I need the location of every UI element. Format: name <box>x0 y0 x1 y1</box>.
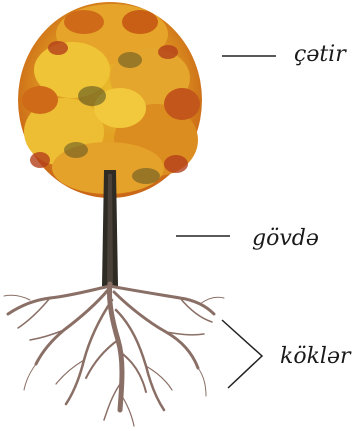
trunk-label: gövdə <box>252 228 319 250</box>
roots-label: köklər <box>280 346 350 368</box>
crown-label: çətir <box>294 44 346 66</box>
tree-trunk <box>102 170 118 286</box>
roots-bracket <box>222 320 262 388</box>
tree-crown <box>18 2 202 198</box>
tree-roots <box>4 284 224 426</box>
